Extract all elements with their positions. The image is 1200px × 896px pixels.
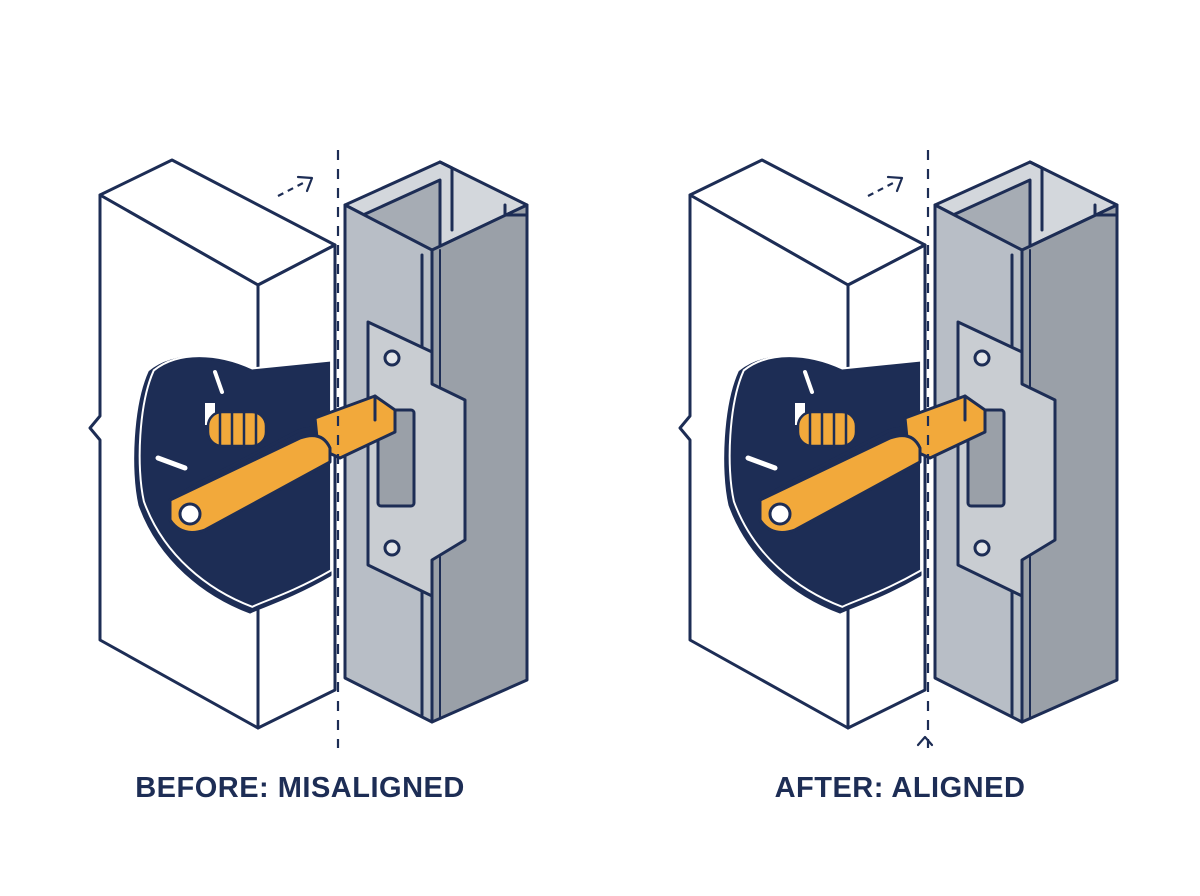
before-caption: BEFORE: MISALIGNED [135,772,465,804]
before-assembly [90,150,527,748]
after-caption: AFTER: ALIGNED [774,772,1026,804]
alignment-caret-icon [916,735,934,747]
after-assembly [680,150,1117,748]
